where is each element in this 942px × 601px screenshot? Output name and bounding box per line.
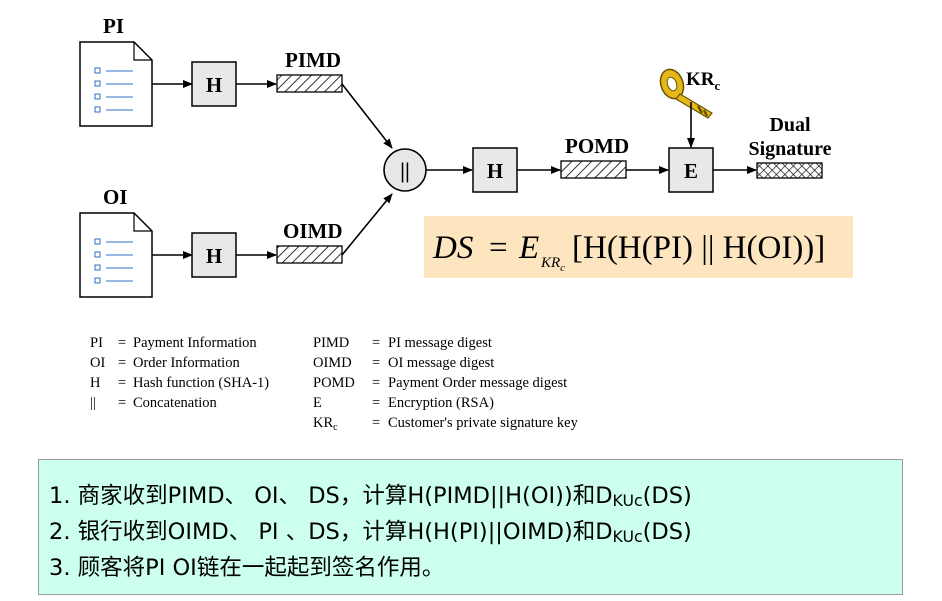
note-line-1: 1. 商家收到PIMD、 OI、 DS，计算H(PIMD||H(OI))和DKU…	[49, 483, 692, 510]
signature-label: Signature	[749, 138, 832, 160]
notes-box: 1. 商家收到PIMD、 OI、 DS，计算H(PIMD||H(OI))和DKU…	[38, 459, 903, 595]
pimd-digest	[276, 74, 343, 93]
concat-symbol: ||	[400, 158, 410, 183]
arrow-pimd-concat	[341, 83, 393, 149]
pimd-label: PIMD	[285, 48, 341, 72]
oimd-digest	[276, 245, 343, 264]
pi-label: PI	[103, 14, 124, 38]
pomd-digest	[560, 160, 627, 179]
hash-box-mid-label: H	[487, 159, 503, 183]
oimd-label: OIMD	[283, 219, 343, 243]
formula-ds: DS	[432, 230, 473, 266]
pi-document-icon	[79, 41, 153, 127]
dual-signature-block	[756, 162, 823, 179]
key-icon	[659, 68, 713, 119]
hash-box-bottom	[191, 232, 237, 278]
pomd-label: POMD	[565, 134, 629, 158]
dual-label: Dual	[769, 114, 811, 136]
formula-eq: =	[489, 230, 508, 266]
arrow-oimd-concat	[341, 193, 393, 256]
ds-formula: DS = E KRc [H(H(PI) || H(OI))]	[432, 230, 825, 274]
encrypt-box	[668, 147, 714, 193]
dual-signature-diagram: PI H PIMD OI H OIMD || H	[79, 14, 832, 298]
key-label: KRc	[686, 69, 721, 93]
oi-document-icon	[79, 212, 153, 298]
oi-label: OI	[103, 185, 128, 209]
formula-body: [H(H(PI) || H(OI))]	[572, 230, 825, 266]
hash-box-bottom-label: H	[206, 244, 222, 268]
formula-kr: KRc	[540, 255, 565, 274]
note-line-2: 2. 银行收到OIMD、 PI 、DS，计算H(H(PI)||OIMD)和DKU…	[49, 519, 692, 546]
hash-box-top-label: H	[206, 73, 222, 97]
formula-box: DS = E KRc [H(H(PI) || H(OI))]	[424, 216, 853, 278]
encrypt-box-label: E	[684, 159, 698, 183]
note-line-3: 3. 顾客将PI OI链在一起起到签名作用。	[49, 555, 445, 581]
formula-e: E	[518, 230, 539, 266]
